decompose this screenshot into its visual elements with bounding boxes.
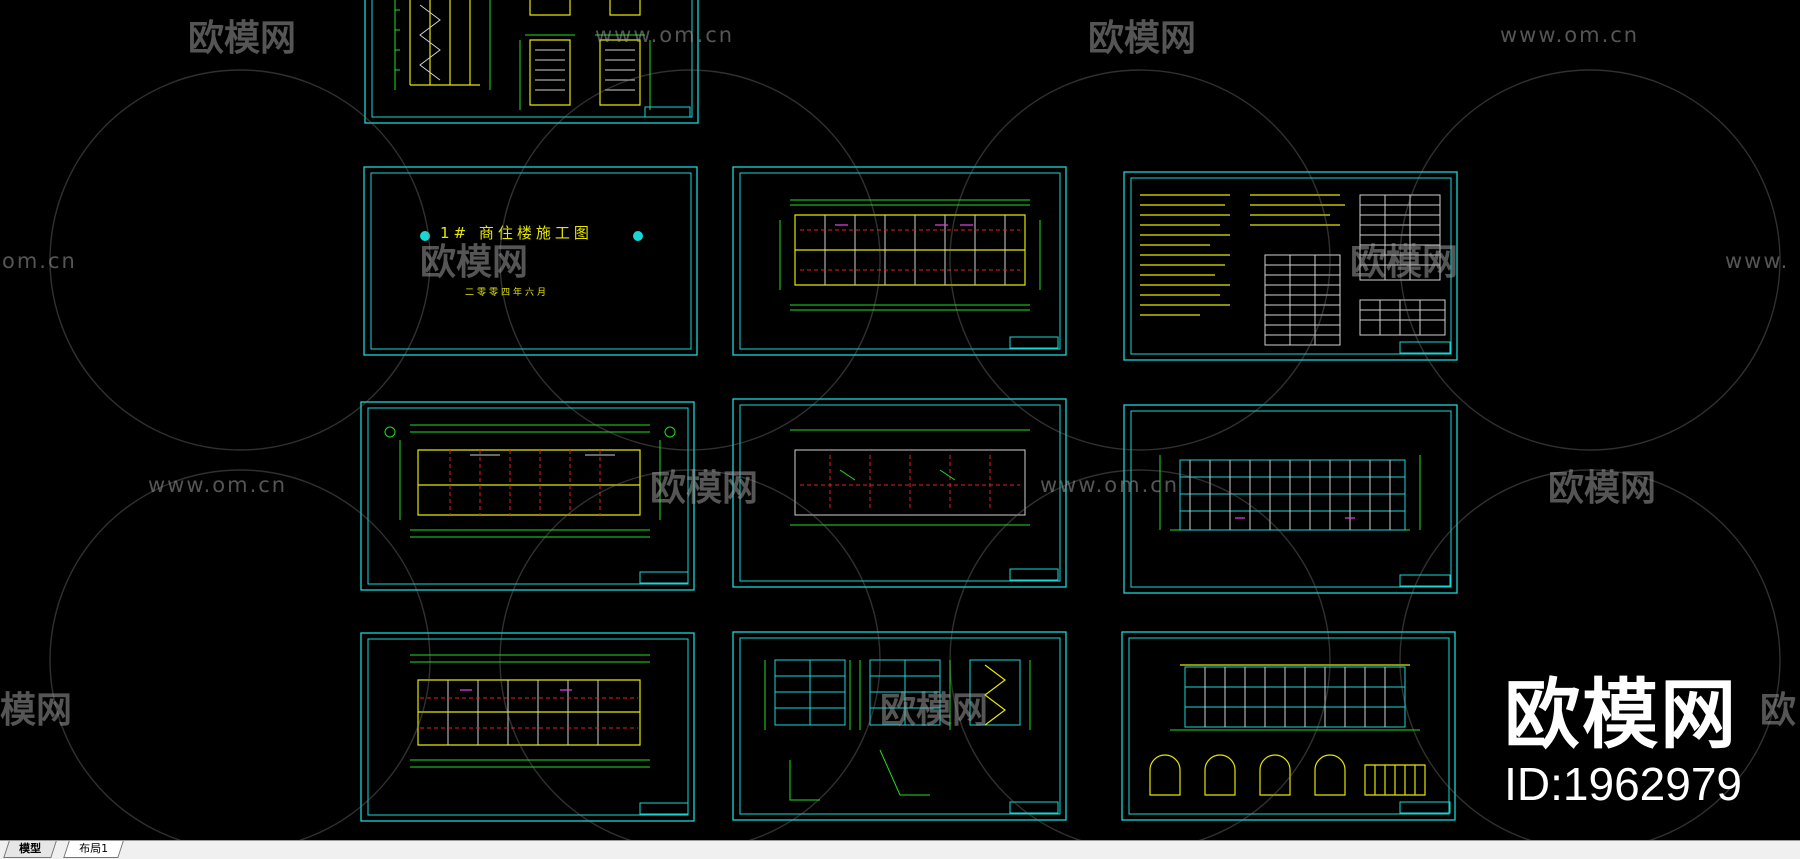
sheet-cover[interactable]: 1# 商住楼施工图 二零零四年六月 <box>363 166 698 356</box>
cover-title: 1# 商住楼施工图 <box>440 224 593 242</box>
watermark-logo-7: 欧模网 <box>880 690 988 731</box>
tab-model[interactable]: 模型 <box>3 841 57 858</box>
watermark-url-3: www.om.cn <box>148 473 287 497</box>
watermark-logo-3: 欧模网 <box>420 242 528 283</box>
sheet-rear-elevation[interactable] <box>1121 631 1456 821</box>
sheet-front-elevation[interactable] <box>1123 404 1458 594</box>
brand-logo-text: 欧模网 <box>1504 670 1739 759</box>
watermark-logo-1: 欧模网 <box>188 18 296 59</box>
brand-id-text: ID:1962979 <box>1504 758 1742 810</box>
watermark-url-edge-left: om.cn <box>2 249 77 273</box>
sheet-ground-floor-plan[interactable] <box>360 401 695 591</box>
cover-subtitle: 二零零四年六月 <box>465 286 549 298</box>
watermark-logo-6: 欧模网 <box>1548 468 1656 509</box>
sheet-stair-details[interactable] <box>364 0 699 124</box>
watermark-logo-edge-right: 欧 <box>1760 690 1796 731</box>
cad-model-space[interactable]: 1# 商住楼施工图 二零零四年六月 <box>0 0 1800 840</box>
watermark-logo-5: 欧模网 <box>650 468 758 509</box>
sheet-typical-floor-plan[interactable] <box>360 632 695 822</box>
watermark-url-edge-right: www. <box>1725 249 1789 273</box>
sheet-side-elevations[interactable] <box>732 631 1067 821</box>
watermark-url-2: www.om.cn <box>1500 23 1639 47</box>
tab-layout1[interactable]: 布局1 <box>63 841 124 858</box>
sheet-design-notes[interactable] <box>1123 171 1458 361</box>
watermark-logo-edge-left: 模网 <box>0 690 72 731</box>
watermark-layer: 欧模网 www.om.cn 欧模网 www.om.cn om.cn 欧模网 欧模… <box>0 18 1796 840</box>
layout-tab-bar: 模型 布局1 <box>0 840 1800 859</box>
brand-overlay: 欧模网 ID:1962979 <box>1504 675 1742 811</box>
sheet-floor-plan-upper[interactable] <box>732 166 1067 356</box>
watermark-url-4: www.om.cn <box>1040 473 1179 497</box>
tab-layout1-label: 布局1 <box>79 842 109 855</box>
sheet-roof-plan[interactable] <box>732 398 1067 588</box>
watermark-url-1: www.om.cn <box>595 23 734 47</box>
tab-model-label: 模型 <box>19 842 42 855</box>
watermark-logo-2: 欧模网 <box>1088 18 1196 59</box>
watermark-logo-4: 欧模网 <box>1350 242 1458 283</box>
